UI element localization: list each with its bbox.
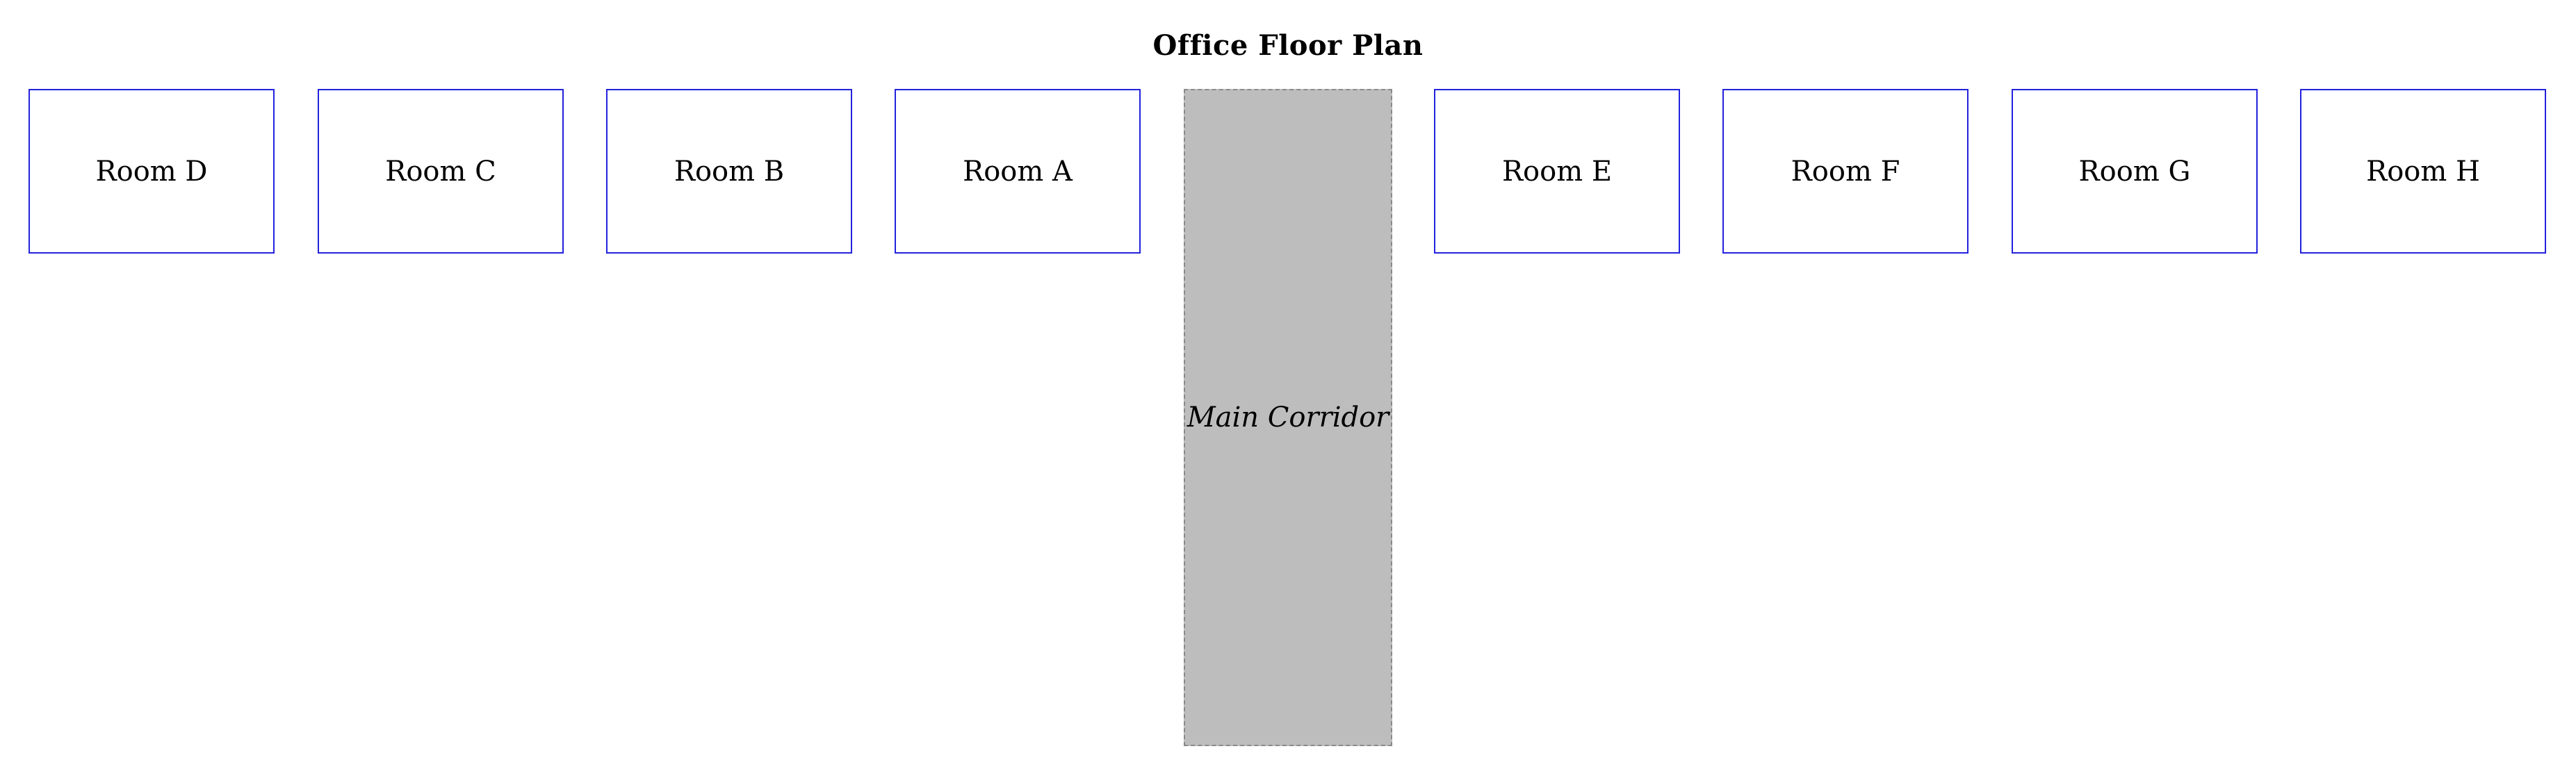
room-d: Room D xyxy=(28,89,275,254)
room-a: Room A xyxy=(895,89,1141,254)
room-h: Room H xyxy=(2300,89,2546,254)
diagram-title: Office Floor Plan xyxy=(1152,29,1424,62)
room-g: Room G xyxy=(2012,89,2258,254)
main-corridor: Main Corridor xyxy=(1184,89,1392,746)
room-b: Room B xyxy=(606,89,852,254)
room-e: Room E xyxy=(1434,89,1680,254)
room-c: Room C xyxy=(318,89,564,254)
room-f: Room F xyxy=(1722,89,1968,254)
